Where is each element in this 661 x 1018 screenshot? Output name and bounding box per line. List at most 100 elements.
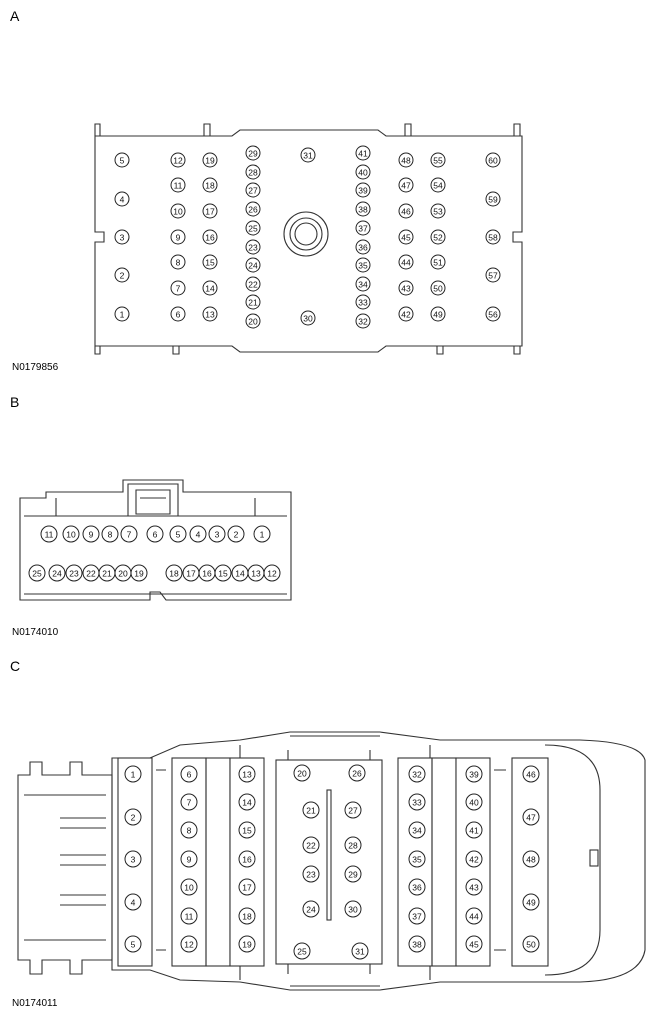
a-pin-39: 39 xyxy=(355,182,371,198)
a-pin-31: 31 xyxy=(300,147,316,163)
a-pin-59: 59 xyxy=(485,191,501,207)
a-pin-5: 5 xyxy=(114,152,130,168)
b-pin-21: 21 xyxy=(98,564,116,582)
svg-text:7: 7 xyxy=(127,530,132,540)
a-pin-28: 28 xyxy=(245,164,261,180)
svg-text:39: 39 xyxy=(469,770,479,780)
b-pin-10: 10 xyxy=(62,525,80,543)
svg-text:33: 33 xyxy=(412,798,422,808)
svg-text:22: 22 xyxy=(248,280,258,290)
connector-a-housing xyxy=(94,123,523,355)
b-pin-19: 19 xyxy=(130,564,148,582)
svg-text:19: 19 xyxy=(205,156,215,166)
svg-text:16: 16 xyxy=(205,233,215,243)
svg-text:3: 3 xyxy=(131,855,136,865)
svg-text:28: 28 xyxy=(248,168,258,178)
b-pin-4: 4 xyxy=(189,525,207,543)
svg-text:36: 36 xyxy=(412,883,422,893)
a-pin-51: 51 xyxy=(430,254,446,270)
svg-text:28: 28 xyxy=(348,841,358,851)
svg-text:31: 31 xyxy=(303,151,313,161)
c-pin-1: 1 xyxy=(124,765,142,783)
a-pin-40: 40 xyxy=(355,164,371,180)
svg-text:40: 40 xyxy=(358,168,368,178)
a-pin-1: 1 xyxy=(114,306,130,322)
svg-text:18: 18 xyxy=(169,569,179,579)
c-pin-24: 24 xyxy=(302,900,320,918)
svg-text:5: 5 xyxy=(120,156,125,166)
c-pin-49: 49 xyxy=(522,893,540,911)
svg-text:44: 44 xyxy=(469,912,479,922)
c-pin-37: 37 xyxy=(408,907,426,925)
svg-text:21: 21 xyxy=(306,806,316,816)
b-pin-1: 1 xyxy=(253,525,271,543)
c-pin-25: 25 xyxy=(293,942,311,960)
a-pin-21: 21 xyxy=(245,294,261,310)
svg-text:55: 55 xyxy=(433,156,443,166)
svg-text:13: 13 xyxy=(251,569,261,579)
svg-text:48: 48 xyxy=(401,156,411,166)
b-pin-9: 9 xyxy=(82,525,100,543)
a-pin-47: 47 xyxy=(398,177,414,193)
c-pin-22: 22 xyxy=(302,836,320,854)
b-pin-16: 16 xyxy=(198,564,216,582)
a-pin-44: 44 xyxy=(398,254,414,270)
svg-text:53: 53 xyxy=(433,207,443,217)
a-pin-58: 58 xyxy=(485,229,501,245)
a-pin-25: 25 xyxy=(245,220,261,236)
a-pin-46: 46 xyxy=(398,203,414,219)
svg-text:38: 38 xyxy=(358,205,368,215)
svg-text:29: 29 xyxy=(248,149,258,159)
a-pin-35: 35 xyxy=(355,257,371,273)
svg-text:1: 1 xyxy=(120,310,125,320)
svg-text:52: 52 xyxy=(433,233,443,243)
svg-text:49: 49 xyxy=(433,310,443,320)
svg-text:14: 14 xyxy=(242,798,252,808)
svg-text:7: 7 xyxy=(176,284,181,294)
svg-text:59: 59 xyxy=(488,195,498,205)
svg-text:34: 34 xyxy=(358,280,368,290)
c-pin-28: 28 xyxy=(344,836,362,854)
svg-text:21: 21 xyxy=(102,569,112,579)
svg-text:20: 20 xyxy=(248,317,258,327)
c-pin-41: 41 xyxy=(465,821,483,839)
a-pin-38: 38 xyxy=(355,201,371,217)
c-pin-50: 50 xyxy=(522,935,540,953)
a-pin-53: 53 xyxy=(430,203,446,219)
svg-text:1: 1 xyxy=(131,770,136,780)
a-pin-27: 27 xyxy=(245,182,261,198)
svg-text:41: 41 xyxy=(469,826,479,836)
svg-text:50: 50 xyxy=(433,284,443,294)
a-pin-56: 56 xyxy=(485,306,501,322)
connector-b-housing xyxy=(19,479,292,601)
svg-text:25: 25 xyxy=(297,947,307,957)
svg-text:17: 17 xyxy=(205,207,215,217)
a-pin-33: 33 xyxy=(355,294,371,310)
a-pin-15: 15 xyxy=(202,254,218,270)
svg-text:15: 15 xyxy=(205,258,215,268)
b-pin-7: 7 xyxy=(120,525,138,543)
connector-b-pins: 1234567891011121314151617181920212223242… xyxy=(28,525,281,582)
svg-text:33: 33 xyxy=(358,298,368,308)
a-pin-4: 4 xyxy=(114,191,130,207)
svg-text:24: 24 xyxy=(52,569,62,579)
svg-text:50: 50 xyxy=(526,940,536,950)
c-pin-11: 11 xyxy=(180,907,198,925)
svg-text:8: 8 xyxy=(176,258,181,268)
c-pin-38: 38 xyxy=(408,935,426,953)
svg-text:26: 26 xyxy=(248,205,258,215)
c-pin-42: 42 xyxy=(465,850,483,868)
a-pin-24: 24 xyxy=(245,257,261,273)
svg-text:12: 12 xyxy=(173,156,183,166)
a-pin-36: 36 xyxy=(355,239,371,255)
svg-text:22: 22 xyxy=(306,841,316,851)
svg-text:57: 57 xyxy=(488,271,498,281)
svg-text:18: 18 xyxy=(242,912,252,922)
svg-text:43: 43 xyxy=(401,284,411,294)
a-pin-42: 42 xyxy=(398,306,414,322)
a-pin-8: 8 xyxy=(170,254,186,270)
section-c-label: C xyxy=(10,658,21,674)
svg-text:29: 29 xyxy=(348,870,358,880)
c-pin-29: 29 xyxy=(344,865,362,883)
